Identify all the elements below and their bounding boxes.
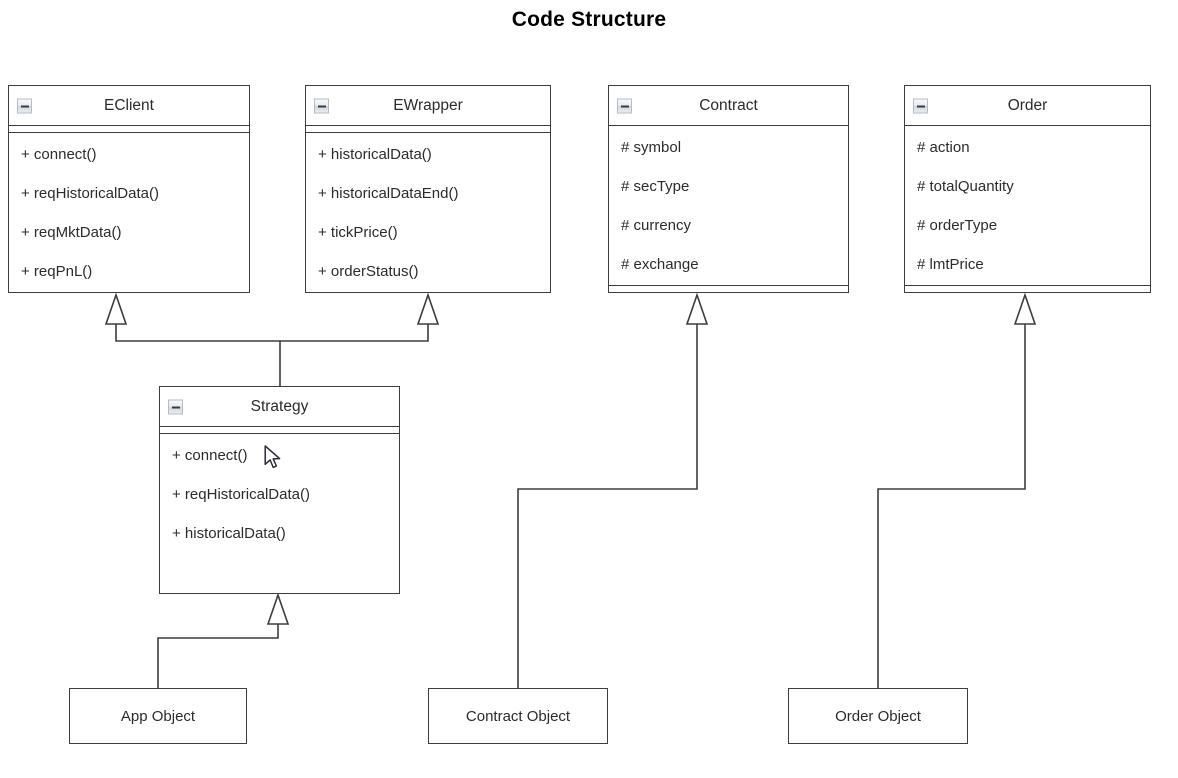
class-attributes-empty-strategy (160, 427, 399, 434)
class-box-ewrapper[interactable]: EWrapper + historicalData() + historical… (305, 85, 551, 293)
class-member: + historicalDataEnd() (318, 185, 459, 202)
class-name-ewrapper: EWrapper (393, 96, 463, 114)
class-member: + reqPnL() (21, 263, 93, 280)
minus-box-icon[interactable] (17, 98, 32, 113)
page-title: Code Structure (511, 8, 667, 31)
object-label: App Object (120, 707, 196, 725)
class-member: + reqMktData() (21, 224, 122, 241)
class-header-contract: Contract (609, 86, 848, 126)
connector-appobject-strategy (157, 624, 279, 688)
connector-contractobject-contract (517, 324, 698, 688)
connector-strategy-eclient (115, 324, 281, 386)
class-methods-empty-contract (609, 285, 848, 292)
class-name-strategy: Strategy (250, 397, 309, 415)
class-member: + historicalData() (172, 525, 286, 542)
generalization-arrowhead-strategy (266, 592, 290, 625)
class-member: + reqHistoricalData() (172, 486, 310, 503)
class-box-strategy[interactable]: Strategy + connect() + reqHistoricalData… (159, 386, 400, 594)
class-attributes-empty-eclient (9, 126, 249, 133)
object-box-app-object[interactable]: App Object (69, 688, 247, 744)
class-attributes-contract: # symbol # secType # currency # exchange (609, 126, 848, 285)
class-member: # action (917, 139, 970, 156)
class-header-eclient: EClient (9, 86, 249, 126)
class-member: # symbol (621, 139, 682, 156)
class-header-strategy: Strategy (160, 387, 399, 427)
class-box-contract[interactable]: Contract # symbol # secType # currency #… (608, 85, 849, 293)
connector-orderobject-order (877, 324, 1026, 688)
generalization-arrowhead-order (1013, 292, 1037, 325)
class-methods-ewrapper: + historicalData() + historicalDataEnd()… (306, 133, 550, 301)
minus-box-icon[interactable] (617, 98, 632, 113)
minus-box-icon[interactable] (913, 98, 928, 113)
class-member: # totalQuantity (917, 178, 1014, 195)
class-member: + connect() (21, 146, 97, 163)
class-header-ewrapper: EWrapper (306, 86, 550, 126)
class-member: # lmtPrice (917, 256, 984, 273)
class-name-order: Order (1007, 96, 1048, 114)
class-attributes-order: # action # totalQuantity # orderType # l… (905, 126, 1150, 285)
class-box-order[interactable]: Order # action # totalQuantity # orderTy… (904, 85, 1151, 293)
class-member: # exchange (621, 256, 699, 273)
class-methods-empty-order (905, 285, 1150, 292)
object-label: Contract Object (465, 707, 571, 725)
object-box-contract-object[interactable]: Contract Object (428, 688, 608, 744)
connector-strategy-ewrapper (280, 324, 429, 342)
object-box-order-object[interactable]: Order Object (788, 688, 968, 744)
class-member: + tickPrice() (318, 224, 398, 241)
class-name-contract: Contract (699, 96, 758, 114)
class-header-order: Order (905, 86, 1150, 126)
object-label: Order Object (835, 707, 921, 725)
class-member: # orderType (917, 217, 998, 234)
minus-box-icon[interactable] (314, 98, 329, 113)
class-methods-eclient: + connect() + reqHistoricalData() + reqM… (9, 133, 249, 301)
generalization-arrowhead-contract (685, 292, 709, 325)
class-box-eclient[interactable]: EClient + connect() + reqHistoricalData(… (8, 85, 250, 293)
class-member: # currency (621, 217, 692, 234)
class-member: # secType (621, 178, 690, 195)
class-member: + reqHistoricalData() (21, 185, 159, 202)
class-member: + historicalData() (318, 146, 432, 163)
class-member: + connect() (172, 447, 248, 464)
minus-box-icon[interactable] (168, 399, 183, 414)
class-methods-strategy: + connect() + reqHistoricalData() + hist… (160, 434, 399, 563)
class-name-eclient: EClient (104, 96, 154, 114)
class-member: + orderStatus() (318, 263, 419, 280)
class-attributes-empty-ewrapper (306, 126, 550, 133)
